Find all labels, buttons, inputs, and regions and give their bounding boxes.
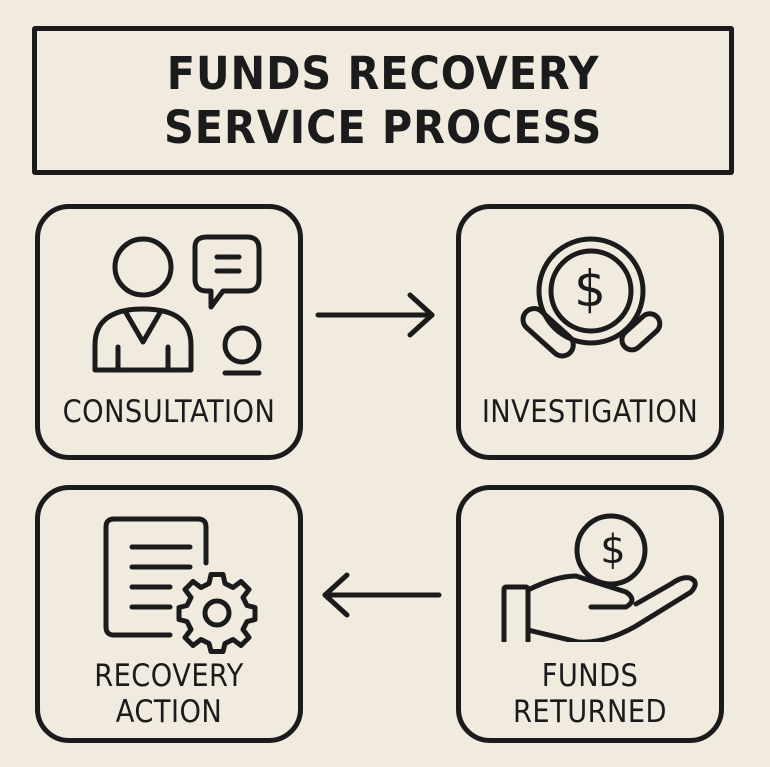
person-head-icon [112, 236, 174, 298]
step-label-consultation: CONSULTATION [62, 394, 276, 430]
step-label-recovery-action-line1: RECOVERY [94, 658, 244, 694]
document-icon [103, 516, 209, 638]
person-body-icon [92, 306, 194, 373]
arrow-right-icon [315, 292, 435, 338]
gear-icon [176, 572, 258, 654]
step-label-investigation: INVESTIGATION [481, 394, 699, 430]
title-line-1: FUNDS RECOVERY [166, 46, 600, 100]
hand-icon [525, 573, 698, 642]
speech-bubble-icon [192, 234, 262, 310]
step-label-funds-returned-line2: RETURNED [513, 694, 667, 730]
title-line-2: SERVICE PROCESS [163, 100, 603, 154]
step-card-consultation: CONSULTATION [35, 204, 303, 460]
document-gear-icon [103, 516, 258, 654]
hand-coin-icon [501, 513, 698, 642]
step-card-investigation: $ INVESTIGATION [456, 204, 724, 460]
title-box: FUNDS RECOVERY SERVICE PROCESS [32, 26, 734, 175]
consultation-icon [92, 234, 262, 376]
step-card-recovery-action: RECOVERY ACTION [35, 485, 303, 743]
small-person-icon [222, 325, 262, 365]
magnifier-dollar-icon [520, 236, 663, 359]
cuff-icon [501, 584, 531, 642]
arrow-left-icon [322, 572, 442, 618]
coin-dollar-sign-icon: $ [600, 527, 626, 573]
dollar-sign-icon: $ [574, 260, 606, 318]
step-card-funds-returned: $ FUNDS RETURNED [456, 485, 724, 743]
step-label-recovery-action-line2: ACTION [115, 694, 223, 730]
coin-icon [574, 513, 648, 587]
step-label-funds-returned-line1: FUNDS [541, 658, 639, 694]
